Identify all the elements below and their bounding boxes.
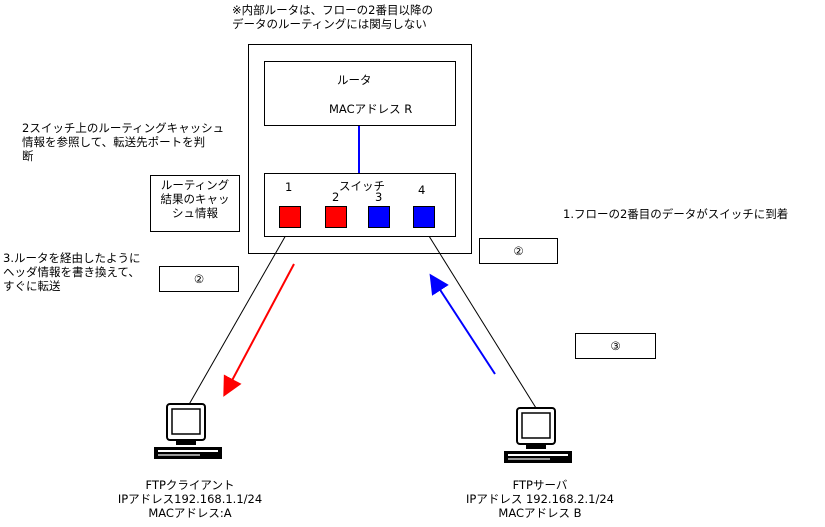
server-link: [423, 227, 537, 409]
step3-line: すぐに転送: [3, 279, 61, 293]
router-mac: MACアドレス R: [329, 102, 413, 116]
forward-arrow: [223, 263, 295, 397]
switch-port-2[interactable]: [325, 206, 347, 228]
note-line: ※内部ルータは、フローの2番目以降の: [232, 3, 433, 17]
port-label-2: 2: [332, 190, 340, 204]
port-label-1: 1: [285, 180, 293, 194]
port-label-3: 3: [375, 190, 383, 204]
l3-switch-device: [248, 44, 472, 254]
switch-port-4[interactable]: [413, 206, 435, 228]
step3-text: 3.ルータを経由したように ヘッダ情報を書き換えて、 すぐに転送: [3, 251, 140, 293]
routing-cache-box: ルーティング 結果のキャッ シュ情報: [150, 175, 240, 232]
switch-box: スイッチ 1 2 3 4: [264, 173, 456, 237]
step2-line: 2スイッチ上のルーティングキャッシュ: [22, 121, 225, 135]
switch-port-3[interactable]: [368, 206, 390, 228]
packet-label-left: ②: [159, 266, 239, 292]
port-label-4: 4: [418, 183, 426, 197]
packet-label-right-top: ②: [479, 238, 558, 264]
packet-label-right-bottom: ③: [575, 333, 656, 359]
server-name: FTPサーバ: [512, 478, 568, 492]
incoming-arrow: [429, 273, 496, 375]
step2-line: 断: [22, 149, 34, 163]
switch-port-1[interactable]: [279, 206, 301, 228]
client-name: FTPクライアント: [145, 478, 235, 492]
internal-router-note: ※内部ルータは、フローの2番目以降の データのルーティングには関与しない: [232, 3, 433, 31]
step1-text: 1.フローの2番目のデータがスイッチに到着: [563, 207, 789, 221]
client-computer-icon: [154, 403, 222, 459]
server-mac: MACアドレス B: [498, 506, 582, 520]
step2-text: 2スイッチ上のルーティングキャッシュ 情報を参照して、転送先ポートを判 断: [22, 121, 224, 163]
server-computer-icon: [504, 407, 572, 463]
router-title: ルータ: [337, 73, 372, 87]
step2-line: 情報を参照して、転送先ポートを判: [22, 135, 206, 149]
cache-line: シュ情報: [172, 206, 218, 220]
cache-line: ルーティング: [160, 178, 230, 192]
switch-title: スイッチ: [339, 179, 385, 193]
note-line: データのルーティングには関与しない: [232, 17, 427, 31]
step3-line: ヘッダ情報を書き換えて、: [3, 265, 140, 279]
client-mac: MACアドレス:A: [148, 506, 232, 520]
client-info: FTPクライアント IPアドレス192.168.1.1/24 MACアドレス:A: [100, 478, 280, 520]
server-ip: IPアドレス 192.168.2.1/24: [466, 492, 614, 506]
step3-line: 3.ルータを経由したように: [3, 251, 141, 265]
client-ip: IPアドレス192.168.1.1/24: [117, 492, 263, 506]
cache-line: 結果のキャッ: [160, 192, 230, 206]
router-box: ルータ MACアドレス R: [264, 61, 456, 126]
client-link: [186, 227, 291, 409]
server-info: FTPサーバ IPアドレス 192.168.2.1/24 MACアドレス B: [450, 478, 630, 520]
